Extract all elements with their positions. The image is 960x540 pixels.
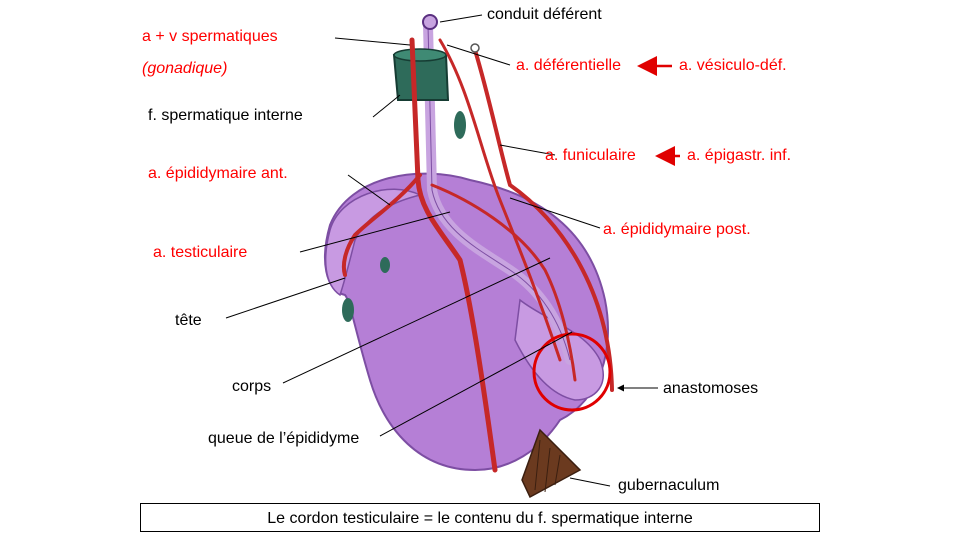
leader-line [439, 14, 483, 23]
epididymal-ant-artery [341, 173, 422, 277]
label-f-spermatique-interne: f. spermatique interne [148, 107, 303, 124]
label-av-spermatiques: a + v spermatiques [142, 28, 278, 45]
vein-fragment [380, 257, 390, 273]
leader-line [347, 174, 391, 206]
label-a-epididymaire-ant: a. épididymaire ant. [148, 165, 288, 182]
testicular-artery [409, 37, 498, 473]
label-anastomoses: anastomoses [663, 380, 759, 397]
funicular-artery-stub [470, 43, 480, 53]
leader-line [509, 197, 601, 229]
caption-box: Le cordon testiculaire = le contenu du f… [140, 503, 820, 532]
vein-fragment [454, 111, 466, 139]
leader-line [299, 211, 451, 253]
label-a-epididymaire-post: a. épididymaire post. [603, 221, 751, 238]
label-a-vesiculo-def: a. vésiculo-déf. [679, 57, 787, 74]
leader-line [372, 94, 401, 118]
leader-line [225, 277, 346, 319]
leader-line [499, 144, 556, 156]
caption-text: Le cordon testiculaire = le contenu du f… [267, 510, 693, 527]
label-gubernaculum: gubernaculum [618, 477, 720, 494]
label-a-funiculaire: a. funiculaire [545, 147, 636, 164]
leader-line [446, 44, 511, 66]
anastomoses-highlight-circle [532, 332, 612, 412]
label-a-deferentielle: a. déférentielle [516, 57, 621, 74]
label-a-testiculaire: a. testiculaire [153, 244, 248, 261]
label-gonadique: (gonadique) [142, 60, 228, 77]
leader-line [569, 477, 611, 487]
leader-line [334, 37, 411, 46]
leader-line [379, 331, 573, 437]
label-queue-epididyme: queue de l’épididyme [208, 430, 360, 447]
gubernaculum [521, 428, 582, 499]
label-tete: tête [175, 312, 202, 329]
vas-deferens-lumen [422, 14, 438, 30]
fascia-band [392, 54, 450, 101]
epididymal-post-artery [430, 183, 577, 382]
fascia-band-top [393, 48, 447, 62]
deferential-artery [438, 38, 562, 362]
label-corps: corps [232, 378, 272, 395]
label-conduit-deferent: conduit déférent [487, 6, 602, 23]
label-a-epigastr-inf: a. épigastr. inf. [687, 147, 792, 164]
vein-fragment [342, 298, 354, 322]
funicular-artery [473, 48, 614, 392]
gubernaculum-shade [534, 439, 561, 493]
leader-line [282, 257, 551, 384]
